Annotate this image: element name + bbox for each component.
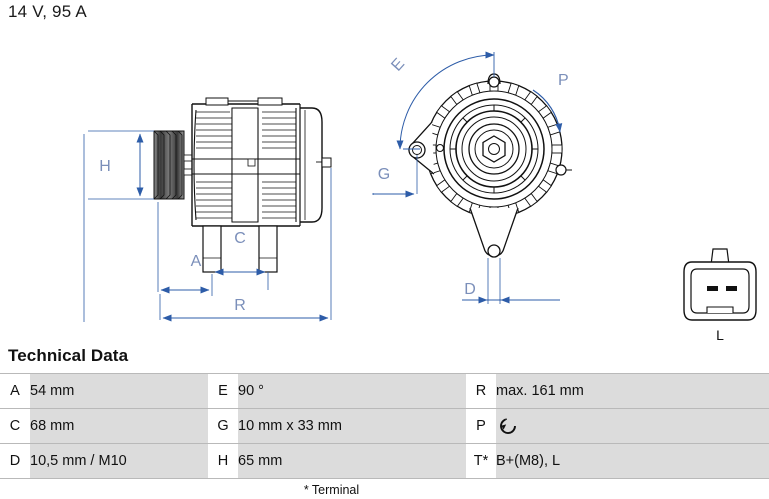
dim-label-D: D xyxy=(464,281,476,298)
table-footnote: * Terminal xyxy=(303,483,360,497)
spec-key-t: T* xyxy=(466,443,496,479)
spec-key-g: G xyxy=(208,408,238,444)
alternator-side-view xyxy=(153,97,332,273)
page-title: 14 V, 95 A xyxy=(8,2,87,21)
dim-label-P: P xyxy=(558,72,569,89)
spec-value-h: 65 mm xyxy=(238,443,466,479)
spec-key-e: E xyxy=(208,373,238,409)
technical-data-heading: Technical Data xyxy=(8,346,129,365)
dim-label-R: R xyxy=(234,297,246,314)
technical-data-table: A 54 mm E 90 ° R max. 161 mm C 68 mm G 1… xyxy=(0,373,769,479)
spec-value-d: 10,5 mm / M10 xyxy=(30,443,208,479)
spec-value-r: max. 161 mm xyxy=(496,373,769,409)
table-row: A 54 mm E 90 ° R max. 161 mm xyxy=(0,373,769,409)
dim-label-E: E xyxy=(388,55,408,74)
spec-value-a: 54 mm xyxy=(30,373,208,409)
technical-data-section: Technical Data A 54 mm E 90 ° R max. 161… xyxy=(0,346,769,497)
spec-value-c: 68 mm xyxy=(30,408,208,444)
connector-symbol xyxy=(683,248,757,321)
rotation-direction-icon xyxy=(500,418,516,434)
spec-key-c: C xyxy=(0,408,30,444)
pulley xyxy=(153,130,193,200)
spec-value-e: 90 ° xyxy=(238,373,466,409)
dim-label-G: G xyxy=(378,166,390,183)
front-view-dimensions xyxy=(372,51,563,304)
connector-label: L xyxy=(716,327,724,342)
spec-value-p xyxy=(496,408,769,444)
spec-key-d: D xyxy=(0,443,30,479)
dim-label-H: H xyxy=(99,158,111,175)
dim-label-C: C xyxy=(234,230,246,247)
table-row: C 68 mm G 10 mm x 33 mm P xyxy=(0,408,769,444)
spec-value-g: 10 mm x 33 mm xyxy=(238,408,466,444)
spec-key-a: A xyxy=(0,373,30,409)
spec-key-p: P xyxy=(466,408,496,444)
dim-label-A: A xyxy=(191,253,202,270)
spec-key-h: H xyxy=(208,443,238,479)
side-view-dimensions xyxy=(83,130,332,322)
spec-key-r: R xyxy=(466,373,496,409)
technical-drawing: H A C R xyxy=(0,22,769,342)
spec-value-t: B+(M8), L xyxy=(496,443,769,479)
table-row: D 10,5 mm / M10 H 65 mm T* B+(M8), L xyxy=(0,443,769,479)
alternator-front-view xyxy=(408,73,572,258)
